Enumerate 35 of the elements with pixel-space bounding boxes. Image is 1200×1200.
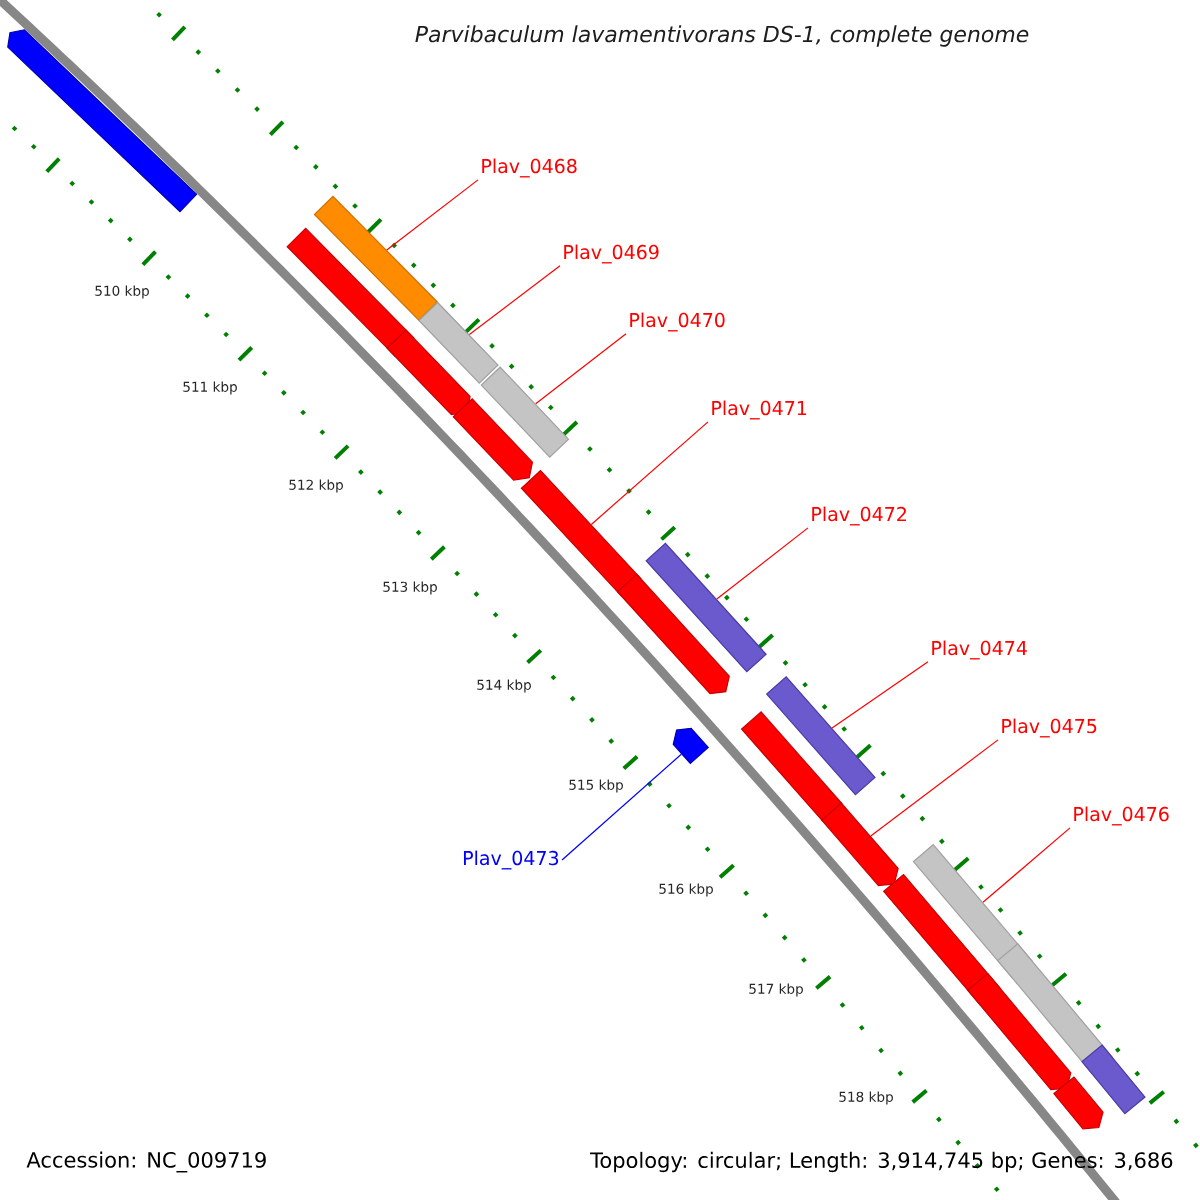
gene-label: Plav_0473	[464, 850, 559, 870]
gene-label: Plav_0471	[712, 400, 807, 420]
gene-block	[820, 802, 899, 887]
gene-block	[7, 29, 198, 213]
gene-bar	[1081, 1044, 1146, 1115]
gene-block	[740, 711, 843, 822]
gene-block	[1053, 1076, 1104, 1130]
gene-label: Plav_0476	[1074, 806, 1169, 826]
leader-line	[590, 421, 709, 526]
leader-line	[716, 527, 809, 600]
leader-line	[468, 265, 561, 336]
gene-block	[386, 329, 471, 416]
gene-bar	[418, 301, 499, 384]
gene-block	[966, 972, 1072, 1091]
gene-label: Plav_0470	[630, 312, 725, 332]
gene-label: Plav_0468	[482, 158, 577, 178]
gene-label: Plav_0472	[812, 506, 906, 526]
title: Parvibaculum lavamentivorans DS-1, complete genome	[415, 25, 1029, 47]
gene-label: Plav_0475	[1002, 718, 1097, 738]
leader-line	[561, 753, 682, 861]
gene-bar	[765, 676, 876, 796]
leader-line	[386, 179, 479, 251]
gene-block	[520, 469, 642, 597]
leader-line	[982, 827, 1071, 903]
leader-line	[535, 333, 627, 405]
gene-label: Plav_0474	[932, 640, 1027, 660]
gene-bar	[645, 542, 767, 673]
gene-label: Plav_0469	[564, 244, 659, 264]
leader-line	[870, 739, 999, 837]
footer-text: Topology: circular; Length: 3,914,745 bp; Genes: 3,686	[590, 1151, 1173, 1173]
footer-text: Accession: NC_009719	[26, 1151, 266, 1173]
gene-block	[452, 397, 534, 481]
gene-block	[672, 727, 710, 765]
leader-line	[831, 661, 929, 729]
gene-block	[616, 573, 730, 695]
